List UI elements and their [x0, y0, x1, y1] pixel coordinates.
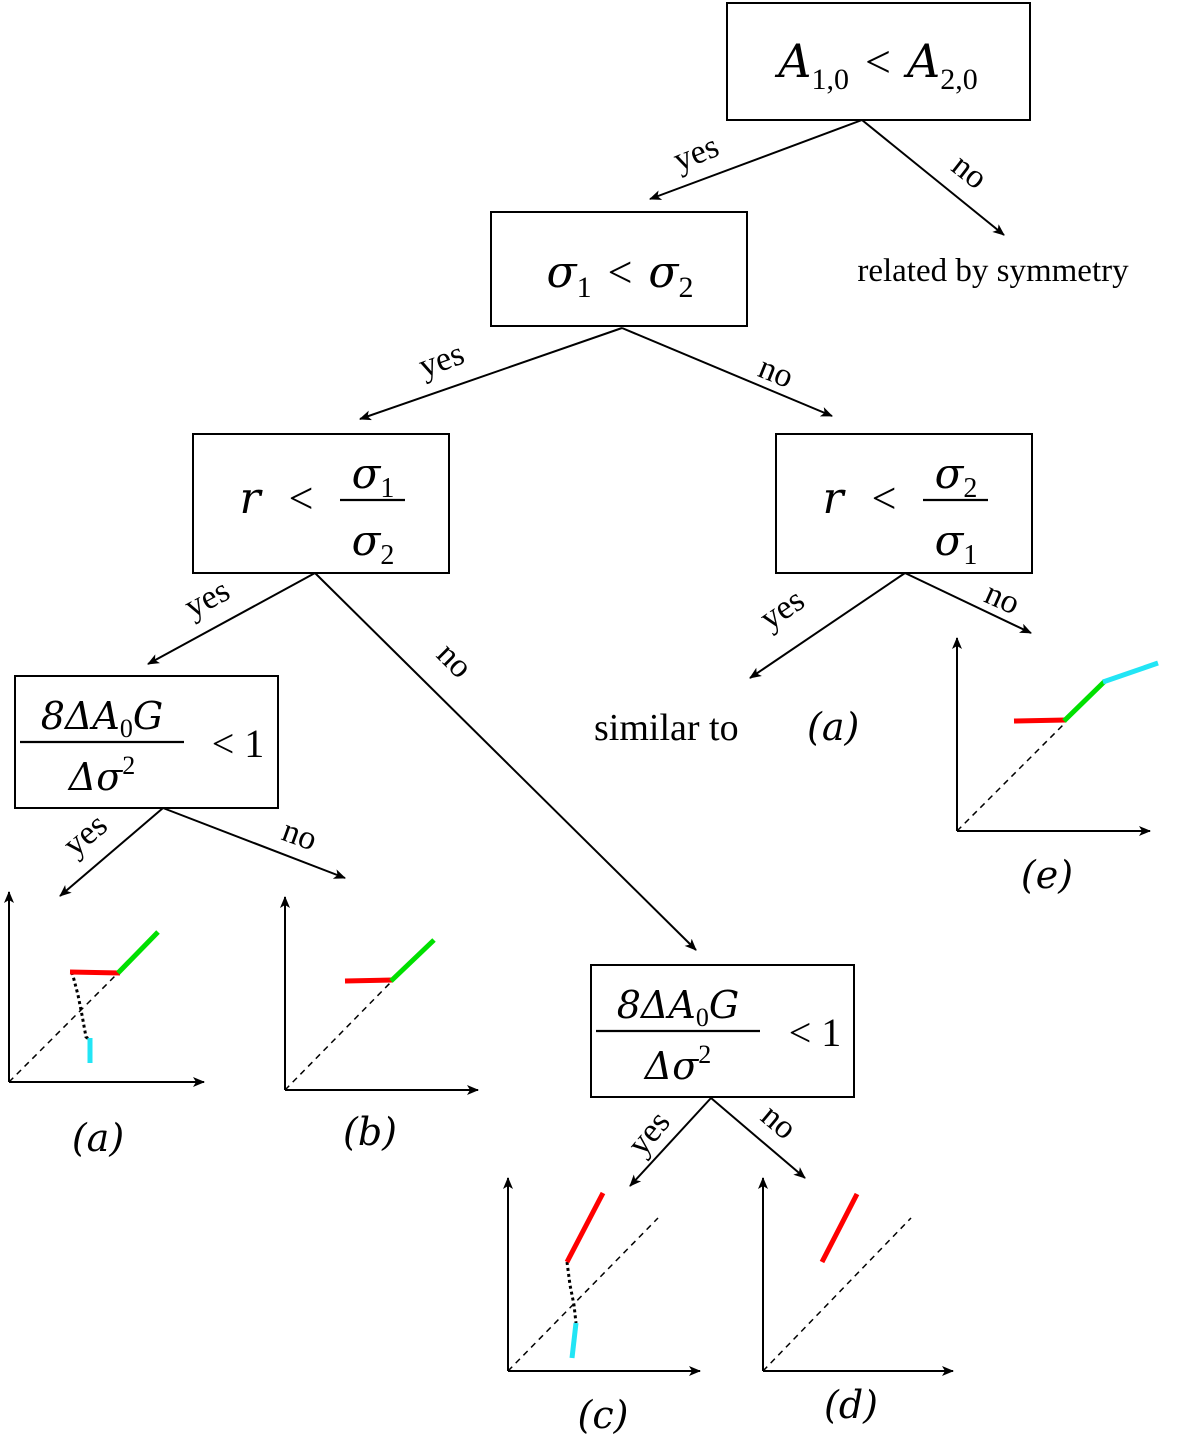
sigma-condition: σ1<σ2 [547, 247, 694, 304]
leaf-similar-to-a: similar to (a) [594, 705, 859, 749]
label-rleft-yes: yes [178, 572, 235, 626]
node-g-left: 8ΔA0G Δσ2 < 1 [14, 675, 279, 809]
label-root-yes: yes [668, 128, 724, 179]
r-right-lhs: r [822, 473, 846, 524]
label-sigma-yes: yes [414, 335, 469, 385]
label-root-no: no [945, 147, 995, 197]
node-g-right: 8ΔA0G Δσ2 < 1 [590, 964, 855, 1098]
edge-sigma-yes [359, 327, 623, 421]
g-left-numerator: 8ΔA0G [41, 694, 163, 743]
edge-gright-yes [629, 1097, 712, 1187]
leaf-similar-prefix: similar to [594, 707, 739, 749]
plot-b-red-segment [344, 977, 394, 984]
edge-root-no [861, 119, 1005, 236]
r-left-op: < [289, 474, 314, 523]
plot-e-diagonal [956, 721, 1067, 832]
r-right-op: < [872, 474, 897, 523]
plot-d-diagonal [762, 1217, 912, 1372]
plot-c: (c) [503, 1177, 701, 1437]
plot-e: (e) [952, 637, 1159, 897]
edge-rleft-no [314, 572, 697, 951]
edge-rright-yes [749, 572, 906, 679]
plot-d-caption: (d) [824, 1383, 878, 1427]
edge-rright-no [904, 572, 1032, 634]
plot-b-diagonal [284, 980, 393, 1091]
plot-a-red-segment [69, 969, 121, 976]
label-gleft-yes: yes [56, 806, 115, 863]
plot-b-caption: (b) [343, 1110, 397, 1154]
g-left-denominator: Δσ2 [67, 751, 135, 799]
r-left-numerator: σ1 [352, 449, 395, 504]
g-right-numerator: 8ΔA0G [617, 983, 739, 1032]
edge-gleft-no [162, 807, 346, 879]
leaf-related-by-symmetry: related by symmetry [857, 253, 1129, 289]
plot-c-diagonal [507, 1217, 659, 1372]
node-sigma: σ1<σ2 [490, 211, 748, 327]
plot-c-caption: (c) [578, 1393, 629, 1437]
edge-gleft-yes [59, 807, 164, 897]
edge-rleft-yes [147, 572, 316, 665]
plot-e-green-segment [1062, 679, 1107, 723]
plot-e-caption: (e) [1021, 853, 1073, 897]
edge-sigma-no [621, 327, 833, 417]
node-r-left: r < σ1 σ2 [192, 433, 450, 574]
plot-d-red-segment [819, 1192, 860, 1264]
g-right-rhs: < 1 [789, 1010, 842, 1055]
label-rright-no: no [979, 575, 1025, 623]
g-left-rhs: < 1 [212, 721, 265, 766]
edge-gright-no [710, 1097, 806, 1179]
node-root: A1,0<A2,0 [726, 2, 1031, 121]
label-gright-yes: yes [620, 1104, 677, 1163]
plot-a-dotted-link [70, 971, 91, 1042]
root-condition: A1,0<A2,0 [774, 34, 977, 96]
plot-a-green-segment [116, 930, 160, 975]
plot-a-caption: (a) [72, 1116, 124, 1160]
tree-edges [59, 119, 1032, 1187]
plot-e-red-segment [1013, 717, 1067, 724]
leaf-similar-ref: (a) [807, 705, 859, 749]
g-right-denominator: Δσ2 [643, 1040, 711, 1088]
node-r-right: r < σ2 σ1 [775, 433, 1033, 574]
plot-b: (b) [280, 896, 479, 1154]
label-rright-yes: yes [753, 581, 811, 637]
plot-d: (d) [758, 1177, 954, 1427]
plot-b-green-segment [389, 938, 436, 983]
plot-c-red-segment [564, 1191, 606, 1264]
label-gleft-no: no [277, 812, 322, 858]
r-left-denominator: σ2 [352, 516, 395, 571]
edge-root-yes [649, 119, 863, 200]
r-left-lhs: r [239, 473, 263, 524]
plot-e-cyan-segment [1102, 660, 1159, 685]
r-right-denominator: σ1 [935, 516, 978, 571]
plot-a-diagonal [8, 970, 121, 1083]
r-right-numerator: σ2 [935, 449, 978, 504]
plot-a: (a) [3, 891, 205, 1160]
label-rleft-no: no [429, 635, 479, 685]
label-sigma-no: no [753, 349, 798, 396]
plot-c-cyan-segment [569, 1322, 579, 1359]
plot-c-dotted-link [565, 1261, 578, 1324]
